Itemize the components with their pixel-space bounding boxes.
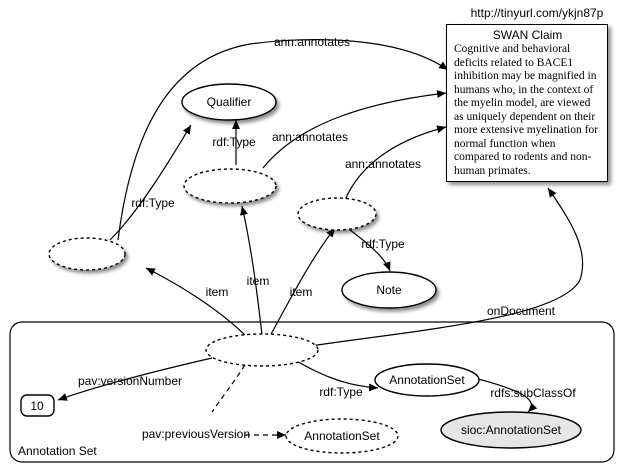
edge-annotates-mid [262,90,447,169]
blank-node-note [297,197,377,231]
edge-on-document [309,187,584,347]
label-type-left: rdf:Type [131,196,175,210]
qualifier-label: Qualifier [207,95,252,109]
note-label: Note [376,283,402,297]
claim-url[interactable]: http://tinyurl.com/ykjn87p [470,6,604,20]
edge-item-mid [240,205,263,336]
edge-type-left [109,124,192,241]
edge-sub-class-of [477,378,538,413]
edge-type-set [294,359,379,392]
annotation-set-class-label: AnnotationSet [389,373,465,387]
label-item-mid: item [247,274,270,288]
annotation-set-container-label: Annotation Set [18,444,97,458]
label-type-qualifier: rdf:Type [212,135,256,149]
label-version-number: pav:versionNumber [78,374,182,388]
qualifier-node [181,83,277,121]
label-previous-version: pav:previousVersion [142,427,250,441]
label-item-left: item [206,285,229,299]
sioc-annotation-set-node [440,411,582,449]
label-on-document: onDocument [487,304,556,318]
annotation-set-class-node [374,363,480,397]
previous-annotation-set-label: AnnotationSet [304,429,380,443]
label-annotates-top: ann:annotates [274,35,350,49]
edge-item-right [269,227,336,337]
note-node [341,271,437,309]
version-number-value: 10 [30,399,44,413]
version-number-node [20,394,55,417]
blank-node-left [48,237,126,271]
edge-type-note [349,229,391,272]
edge-annotates-low [344,125,447,201]
swan-claim-title: SWAN Claim [492,28,563,42]
label-annotates-mid: ann:annotates [272,130,348,144]
edge-version-number [57,357,213,401]
previous-annotation-set-node [285,418,399,454]
label-sub-class-of: rdfs:subClassOf [490,386,576,400]
label-item-right: item [290,285,313,299]
blank-node-annotation-set [205,333,319,367]
label-type-set: rdf:Type [319,385,363,399]
swan-claim-box: SWAN Claim Cognitive and behavioral defi… [446,24,608,182]
edge-annotates-top [117,39,449,241]
label-type-note: rdf:Type [361,237,405,251]
label-annotates-low: ann:annotates [345,157,421,171]
sioc-annotation-set-label: sioc:AnnotationSet [461,423,562,437]
swan-claim-text: Cognitive and behavioral deficits relate… [454,43,599,177]
edge-item-left [145,267,249,339]
blank-node-qualifier [183,168,277,204]
